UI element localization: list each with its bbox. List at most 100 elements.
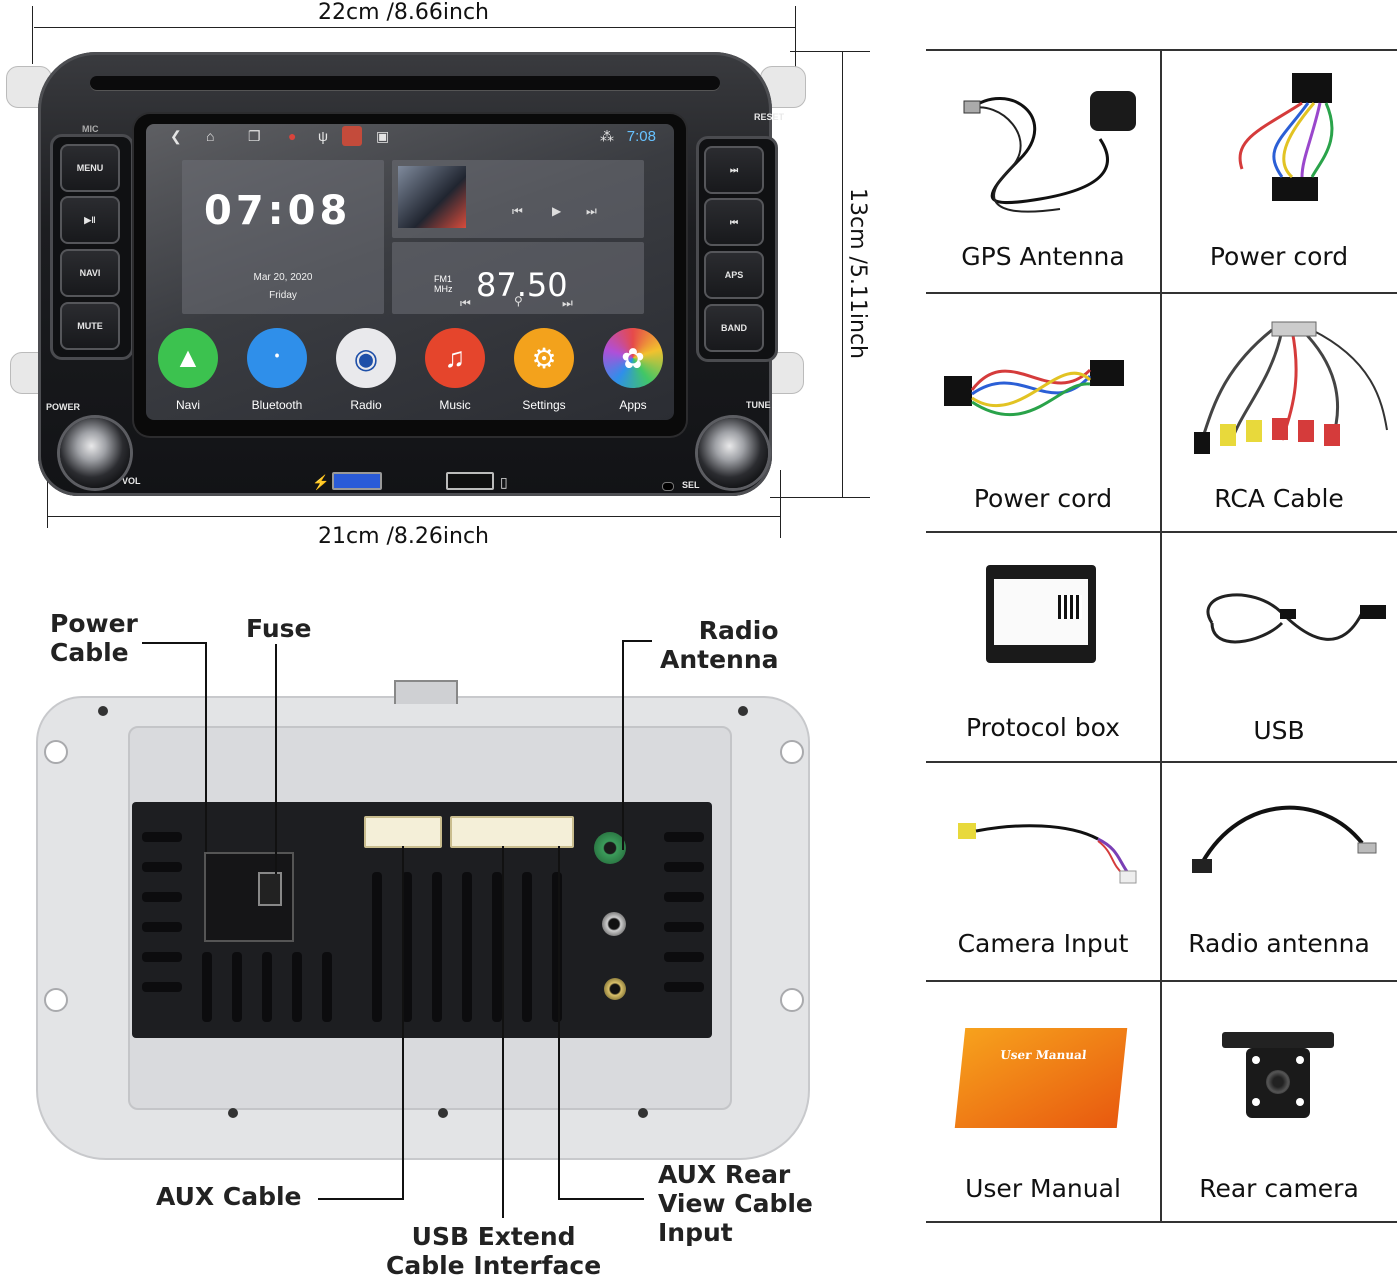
power-cord-image bbox=[1238, 73, 1334, 201]
usb-port-blue bbox=[332, 472, 382, 490]
band-button[interactable]: BAND bbox=[704, 304, 764, 352]
accessory-label: User Manual bbox=[965, 1174, 1121, 1203]
app-radio[interactable]: ◉ Radio bbox=[334, 328, 398, 412]
aps-button[interactable]: APS bbox=[704, 251, 764, 299]
app-music[interactable]: ♫ Music bbox=[423, 328, 487, 412]
width-bottom-dimension-line bbox=[48, 516, 780, 517]
record-icon: ● bbox=[288, 128, 297, 144]
manual-cover-title: User Manual bbox=[999, 1048, 1088, 1062]
cooling-fin bbox=[142, 922, 182, 932]
fuse-holder bbox=[258, 872, 282, 906]
screw bbox=[738, 706, 748, 716]
height-label: 13cm /5.11inch bbox=[845, 188, 870, 360]
radio-widget[interactable]: FM1 MHz 87.50 ⏮ ⚲ ⏭ bbox=[392, 242, 644, 314]
previous-track-button[interactable]: ⏮ bbox=[704, 198, 764, 246]
accessory-radio-antenna: Radio antenna bbox=[1162, 763, 1396, 980]
radio-band-line1: FM1 bbox=[434, 274, 452, 284]
app-navi[interactable]: ▲ Navi bbox=[156, 328, 220, 412]
tune-label: TUNE bbox=[746, 400, 771, 410]
touch-screen: ❮ ⌂ ❐ ● ψ ▣ ⁂ 7:08 07:08 Mar 20, 2020 Fr… bbox=[146, 124, 674, 420]
gps-antenna-image bbox=[963, 91, 1136, 213]
cooling-fin bbox=[402, 872, 412, 1022]
cooling-fin bbox=[292, 952, 302, 1022]
aux-port bbox=[602, 912, 626, 936]
cooling-fin bbox=[432, 872, 442, 1022]
rear-camera-image bbox=[1222, 1032, 1334, 1122]
menu-button[interactable]: MENU bbox=[60, 144, 120, 192]
sel-indicator bbox=[662, 482, 674, 491]
width-top-left-tick bbox=[32, 6, 33, 64]
accessory-usb: USB bbox=[1162, 533, 1396, 761]
aux-connector bbox=[364, 816, 442, 848]
radio-antenna-leader bbox=[622, 640, 652, 642]
play-pause-button[interactable]: ▶‖ bbox=[60, 196, 120, 244]
sd-card-icon: ▯ bbox=[500, 474, 508, 490]
tune-knob[interactable] bbox=[698, 418, 768, 488]
usb-extend-callout: USB Extend Cable Interface bbox=[386, 1222, 602, 1280]
accessory-rca-cable: RCA Cable bbox=[1162, 294, 1396, 531]
cooling-fin bbox=[142, 982, 182, 992]
accessory-protocol-box: Protocol box bbox=[926, 533, 1160, 761]
power-cord-image bbox=[944, 360, 1124, 417]
apps-flower-icon: ✿ bbox=[603, 328, 663, 388]
date-text: Mar 20, 2020 bbox=[253, 272, 313, 283]
clock-widget[interactable]: 07:08 Mar 20, 2020 Friday bbox=[182, 160, 384, 314]
mute-button[interactable]: MUTE bbox=[60, 302, 120, 350]
back-icon[interactable]: ❮ bbox=[170, 128, 182, 144]
usb-symbol-icon: ⚡ bbox=[312, 474, 330, 490]
home-icon[interactable]: ⌂ bbox=[206, 128, 215, 144]
cooling-fin bbox=[664, 922, 704, 932]
usb-extend-connector bbox=[450, 816, 574, 848]
grid-divider bbox=[1160, 49, 1162, 1223]
accessory-rear-camera: Rear camera bbox=[1162, 982, 1396, 1221]
cooling-fin bbox=[492, 872, 502, 1022]
accessory-grid: GPS Antenna Power cord Power cord bbox=[926, 49, 1397, 1223]
recent-apps-icon[interactable]: ❐ bbox=[248, 128, 261, 144]
music-widget[interactable]: ⏮ ▶ ⏭ bbox=[392, 160, 644, 238]
mic-label: MIC bbox=[82, 124, 99, 134]
notification-app-icon bbox=[342, 126, 362, 146]
aux-rear-view-callout: AUX Rear View Cable Input bbox=[658, 1160, 813, 1247]
width-bottom-label: 21cm /8.26inch bbox=[318, 524, 490, 549]
search-icon[interactable]: ⚲ bbox=[514, 294, 523, 308]
usb-status-icon: ψ bbox=[318, 128, 328, 144]
previous-icon[interactable]: ⏮ bbox=[512, 204, 523, 218]
cooling-fin bbox=[522, 872, 532, 1022]
app-apps[interactable]: ✿ Apps bbox=[601, 328, 665, 412]
cooling-fin bbox=[142, 862, 182, 872]
bluetooth-status-icon: ⁂ bbox=[600, 128, 614, 144]
app-settings[interactable]: ⚙ Settings bbox=[512, 328, 576, 412]
aux-cable-leader bbox=[318, 1198, 404, 1200]
screw bbox=[228, 1108, 238, 1118]
aux-rear-view-leader bbox=[558, 846, 560, 1200]
sel-label: SEL bbox=[682, 480, 700, 490]
radio-band-line2: MHz bbox=[434, 284, 453, 294]
status-time: 7:08 bbox=[626, 128, 656, 145]
album-art bbox=[398, 166, 466, 228]
app-bluetooth[interactable]: ᛫ Bluetooth bbox=[245, 328, 309, 412]
fuse-leader bbox=[275, 644, 277, 874]
height-bottom-tick bbox=[770, 497, 870, 498]
screw bbox=[98, 706, 108, 716]
width-top-label: 22cm /8.66inch bbox=[318, 0, 490, 25]
gallery-icon: ▣ bbox=[376, 128, 390, 144]
next-icon[interactable]: ⏭ bbox=[586, 204, 597, 218]
app-label: Music bbox=[439, 398, 471, 412]
fuse-callout: Fuse bbox=[246, 614, 312, 643]
play-icon[interactable]: ▶ bbox=[552, 204, 562, 218]
navigation-arrow-icon: ▲ bbox=[158, 328, 218, 388]
seek-forward-icon[interactable]: ⏭ bbox=[562, 296, 573, 310]
accessory-user-manual: User Manual User Manual bbox=[926, 982, 1160, 1221]
accessory-label: Radio antenna bbox=[1188, 929, 1370, 958]
mounting-hole bbox=[780, 988, 804, 1012]
accessory-label: Rear camera bbox=[1199, 1174, 1359, 1203]
accessory-camera-input: Camera Input bbox=[926, 763, 1160, 980]
next-track-button[interactable]: ⏭ bbox=[704, 146, 764, 194]
accessory-label: Power cord bbox=[973, 484, 1113, 513]
navi-button[interactable]: NAVI bbox=[60, 249, 120, 297]
mounting-hole bbox=[44, 740, 68, 764]
power-cable-callout: Power Cable bbox=[50, 609, 138, 667]
volume-knob[interactable] bbox=[60, 418, 130, 488]
seek-back-icon[interactable]: ⏮ bbox=[460, 296, 471, 310]
cooling-fin bbox=[664, 832, 704, 842]
